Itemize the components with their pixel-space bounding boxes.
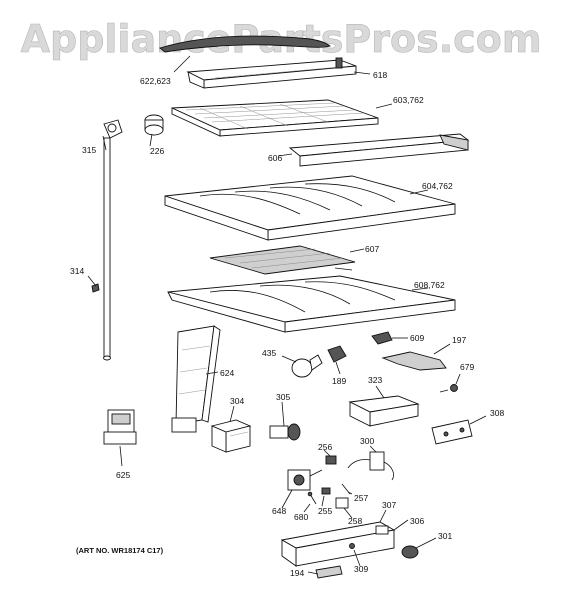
label-258: 258 xyxy=(348,516,362,526)
leader-lines xyxy=(87,55,487,575)
label-257: 257 xyxy=(354,493,368,503)
part-622-623-drawing xyxy=(159,35,331,53)
part-323-drawing xyxy=(348,395,420,427)
part-306-307-drawing xyxy=(280,521,396,567)
part-625-drawing xyxy=(103,409,137,445)
label-315: 315 xyxy=(82,145,96,155)
label-622-623: 622,623 xyxy=(140,76,171,86)
label-304: 304 xyxy=(230,396,244,406)
part-609-drawing xyxy=(371,331,393,345)
part-189-drawing xyxy=(327,345,347,363)
label-226: 226 xyxy=(150,146,164,156)
label-624: 624 xyxy=(220,368,234,378)
label-625: 625 xyxy=(116,470,130,480)
part-607-drawing xyxy=(209,245,356,275)
part-255-drawing xyxy=(321,487,331,495)
label-305: 305 xyxy=(276,392,290,402)
label-197: 197 xyxy=(452,335,466,345)
part-680-drawing xyxy=(307,491,317,505)
part-648-drawing xyxy=(287,469,323,491)
part-197-drawing xyxy=(381,351,447,371)
label-679: 679 xyxy=(460,362,474,372)
part-308-drawing xyxy=(431,419,473,445)
part-194-drawing xyxy=(315,565,343,579)
label-308: 308 xyxy=(490,408,504,418)
label-607: 607 xyxy=(365,244,379,254)
part-624-drawing xyxy=(171,325,221,433)
label-255: 255 xyxy=(318,506,332,516)
part-314-drawing xyxy=(91,283,100,293)
label-618: 618 xyxy=(373,70,387,80)
label-609: 609 xyxy=(410,333,424,343)
part-618-drawing xyxy=(186,57,357,89)
label-300: 300 xyxy=(360,436,374,446)
label-194: 194 xyxy=(290,568,304,578)
label-435: 435 xyxy=(262,348,276,358)
part-301-drawing xyxy=(401,545,419,559)
part-435-drawing xyxy=(291,354,323,378)
part-300-drawing xyxy=(347,451,394,481)
label-306: 306 xyxy=(410,516,424,526)
label-256: 256 xyxy=(318,442,332,452)
part-305-drawing xyxy=(269,423,301,441)
label-604-762: 604,762 xyxy=(422,181,453,191)
part-315-drawing xyxy=(103,119,123,361)
label-608-762: 608,762 xyxy=(414,280,445,290)
label-680: 680 xyxy=(294,512,308,522)
part-labels: 622,623 618 603,762 315 226 606 604,762 … xyxy=(70,70,504,578)
part-606-drawing xyxy=(288,133,470,167)
label-189: 189 xyxy=(332,376,346,386)
label-648: 648 xyxy=(272,506,286,516)
label-314: 314 xyxy=(70,266,84,276)
label-323: 323 xyxy=(368,375,382,385)
part-604-762-drawing xyxy=(164,175,456,241)
part-603-762-drawing xyxy=(171,99,379,137)
part-679-drawing xyxy=(439,384,458,393)
part-304-drawing xyxy=(210,419,252,453)
art-number: (ART NO. WR18174 C17) xyxy=(76,546,164,555)
label-307: 307 xyxy=(382,500,396,510)
label-606: 606 xyxy=(268,153,282,163)
part-226-drawing xyxy=(144,114,164,136)
part-258-drawing xyxy=(335,497,349,509)
label-309: 309 xyxy=(354,564,368,574)
label-301: 301 xyxy=(438,531,452,541)
part-608-762-drawing xyxy=(167,275,456,333)
part-256-drawing xyxy=(325,455,337,465)
label-603-762: 603,762 xyxy=(393,95,424,105)
